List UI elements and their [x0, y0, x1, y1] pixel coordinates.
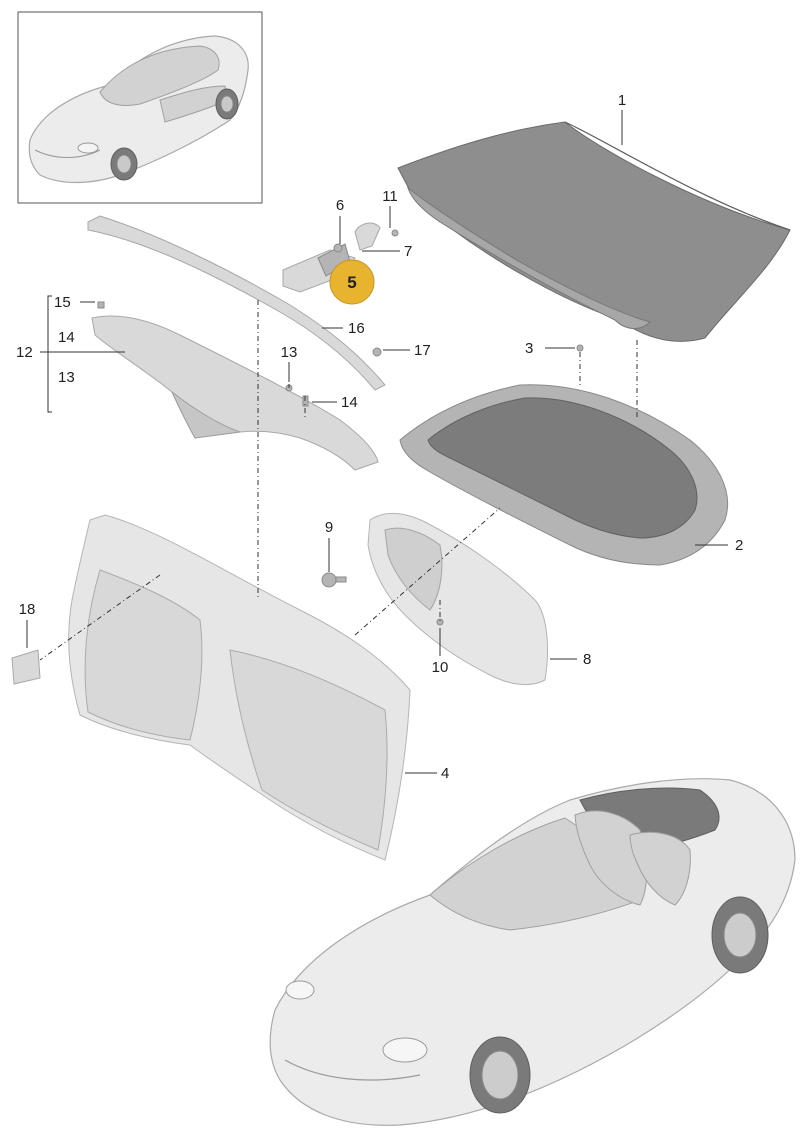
- part-1-roof-panel: [397, 121, 791, 342]
- callout-5[interactable]: 5: [347, 273, 356, 292]
- part-8-side-trim: [367, 513, 549, 686]
- callout-1[interactable]: 1: [618, 92, 626, 109]
- callout-7[interactable]: 7: [404, 243, 412, 260]
- fasteners: [11, 344, 584, 685]
- callout-12[interactable]: 12: [16, 344, 33, 361]
- callout-13a[interactable]: 13: [281, 344, 298, 361]
- callout-13b[interactable]: 13: [58, 369, 75, 386]
- part-16-strip: [87, 215, 386, 391]
- coupe-illustration: [28, 35, 249, 184]
- part-12-trim-panel: [91, 301, 379, 471]
- part-2-frame: [399, 384, 729, 566]
- callout-4[interactable]: 4: [441, 765, 449, 782]
- callout-15[interactable]: 15: [54, 294, 71, 311]
- part-4-seat-panel: [68, 514, 411, 861]
- callout-14b[interactable]: 14: [341, 394, 358, 411]
- callout-16[interactable]: 16: [348, 320, 365, 337]
- highlight-circle[interactable]: [329, 259, 375, 305]
- part-bracket-cluster: [282, 222, 399, 293]
- callout-labels: 1 2 3 4 6 7 8 9 10 11 12 13 13 14 14 15 …: [16, 92, 743, 782]
- callout-10[interactable]: 10: [432, 659, 449, 676]
- inset-thumbnail: [17, 11, 263, 204]
- highlight-badge-5[interactable]: 5: [329, 259, 375, 305]
- callout-2[interactable]: 2: [735, 537, 743, 554]
- callout-11[interactable]: 11: [382, 188, 398, 205]
- callout-6[interactable]: 6: [336, 197, 344, 214]
- callout-18[interactable]: 18: [19, 601, 36, 618]
- assembly-lines: [39, 300, 638, 661]
- callout-17[interactable]: 17: [414, 342, 431, 359]
- callout-8[interactable]: 8: [583, 651, 591, 668]
- leader-lines: [26, 110, 728, 774]
- callout-3[interactable]: 3: [525, 340, 533, 357]
- callout-9[interactable]: 9: [325, 519, 333, 536]
- roadster-illustration: [269, 778, 796, 1126]
- callout-14a[interactable]: 14: [58, 329, 75, 346]
